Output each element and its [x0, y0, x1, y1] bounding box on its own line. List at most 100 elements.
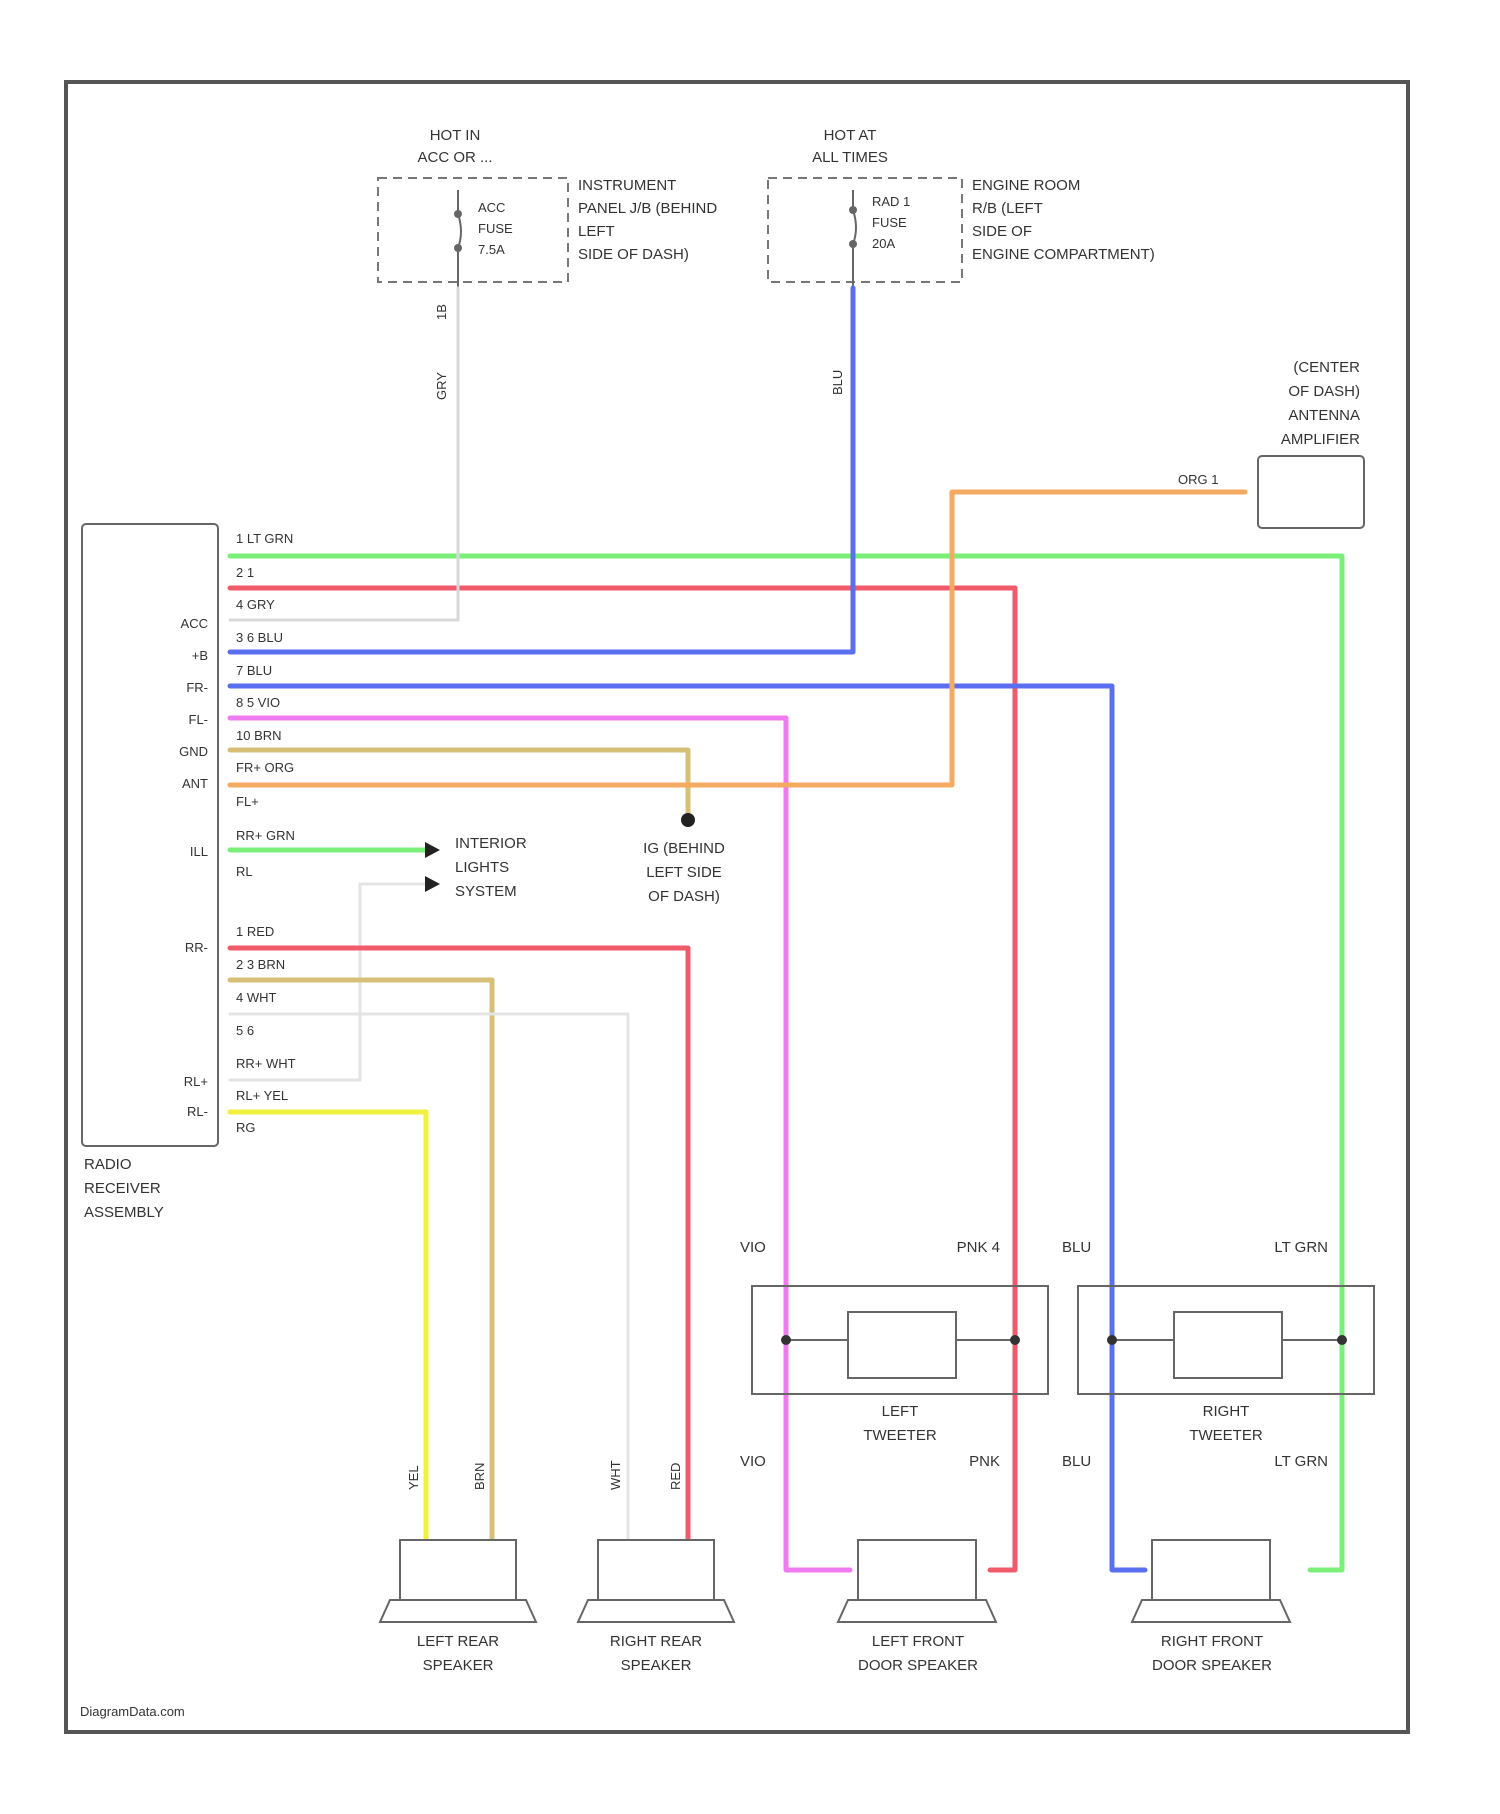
- wire-blu-b: [230, 288, 853, 652]
- wire-pnk-fl: [230, 718, 850, 1570]
- pin-rr-wht: RR+ WHT: [236, 1056, 296, 1071]
- rad-wire-label: BLU: [830, 370, 845, 395]
- rad-fuse-box: [768, 178, 962, 282]
- acc-pin-label: 1B: [434, 304, 449, 320]
- acc-fuse-box: [378, 178, 568, 282]
- antenna-label-2: OF DASH): [1288, 383, 1360, 400]
- pin-4-gry: 4 GRY: [236, 597, 275, 612]
- rad-location-3: SIDE OF: [972, 223, 1032, 240]
- right-rear-wire-left: WHT: [608, 1460, 623, 1490]
- left-rear-name-1: LEFT REAR: [417, 1633, 499, 1650]
- receiver-side-gnd: GND: [179, 744, 208, 759]
- interior-label-1: INTERIOR: [455, 835, 527, 852]
- acc-fuse-label-1: ACC: [478, 200, 505, 215]
- right-tweeter-top-left: BLU: [1062, 1239, 1091, 1256]
- pin-fl: FL+: [236, 794, 259, 809]
- interior-lights-connector: INTERIOR LIGHTS SYSTEM: [425, 835, 527, 900]
- right-rear-name-1: RIGHT REAR: [610, 1633, 702, 1650]
- rad-fuse-label-1: RAD 1: [872, 194, 910, 209]
- rad-fuse-label-3: 20A: [872, 236, 895, 251]
- left-tweeter-bottom-left: VIO: [740, 1453, 766, 1470]
- wire-wht-rear: [230, 1014, 628, 1540]
- wire-org-ant: [230, 492, 1245, 785]
- left-rear-name-2: SPEAKER: [423, 1657, 494, 1674]
- right-front-name-2: DOOR SPEAKER: [1152, 1657, 1272, 1674]
- left-front-name-1: LEFT FRONT: [872, 1633, 964, 1650]
- rad-fuse-label-2: FUSE: [872, 215, 907, 230]
- rad-fuse-group: HOT AT ALL TIMES RAD 1 FUSE 20A ENGINE R…: [768, 127, 1155, 395]
- receiver-side-rl-plus: RL+: [184, 1074, 208, 1089]
- pin-5-6: 5 6: [236, 1023, 254, 1038]
- acc-wire-label: GRY: [434, 372, 449, 400]
- pin-rg: RG: [236, 1120, 256, 1135]
- receiver-side-ant: ANT: [182, 776, 208, 791]
- receiver-label-1: RADIO: [84, 1156, 132, 1173]
- receiver-side-rr: RR-: [185, 940, 208, 955]
- right-tweeter-name-2: TWEETER: [1189, 1427, 1262, 1444]
- acc-hot-label-1: HOT IN: [430, 127, 481, 144]
- wire-yel-rear: [230, 1112, 426, 1540]
- rad-location-2: R/B (LEFT: [972, 200, 1043, 217]
- left-rear-speaker: YEL BRN LEFT REAR SPEAKER: [380, 1463, 536, 1674]
- left-rear-wire-right: BRN: [472, 1463, 487, 1490]
- right-rear-speaker-icon: [598, 1540, 714, 1600]
- pin-8-vio: 8 5 VIO: [236, 695, 280, 710]
- acc-fuse-label-2: FUSE: [478, 221, 513, 236]
- pin-fr-org: FR+ ORG: [236, 760, 294, 775]
- rad-hot-label-1: HOT AT: [824, 127, 877, 144]
- pin-rl-yel: RL+ YEL: [236, 1088, 288, 1103]
- acc-location-3: LEFT: [578, 223, 615, 240]
- pin-rl: RL: [236, 864, 253, 879]
- left-tweeter-name-1: LEFT: [882, 1403, 919, 1420]
- antenna-label-1: (CENTER: [1293, 359, 1360, 376]
- ground-label-1: IG (BEHIND: [643, 840, 725, 857]
- receiver-side-fl: FL-: [189, 712, 209, 727]
- right-tweeter-bottom-left: BLU: [1062, 1453, 1091, 1470]
- antenna-wire-label: ORG 1: [1178, 472, 1218, 487]
- pin-rr-grn: RR+ GRN: [236, 828, 295, 843]
- pin-3-blu: 3 6 BLU: [236, 630, 283, 645]
- right-tweeter-name-1: RIGHT: [1203, 1403, 1250, 1420]
- radio-receiver: RADIO RECEIVER ASSEMBLY ACC +B FR- FL- G…: [82, 524, 296, 1221]
- left-front-name-2: DOOR SPEAKER: [858, 1657, 978, 1674]
- ground-label-3: OF DASH): [648, 888, 720, 905]
- pin-1-red: 1 RED: [236, 924, 274, 939]
- acc-fuse-group: HOT IN ACC OR ... ACC FUSE 7.5A INSTRUME…: [378, 127, 717, 400]
- left-tweeter-top-right: PNK 4: [957, 1239, 1000, 1256]
- ground-label-2: LEFT SIDE: [646, 864, 722, 881]
- rad-hot-label-2: ALL TIMES: [812, 149, 888, 166]
- right-tweeter-bottom-right: LT GRN: [1274, 1453, 1328, 1470]
- receiver-side-ill: ILL: [190, 844, 208, 859]
- left-rear-speaker-icon: [400, 1540, 516, 1600]
- acc-hot-label-2: ACC OR ...: [417, 149, 492, 166]
- left-tweeter-bottom-right: PNK: [969, 1453, 1000, 1470]
- antenna-amplifier: (CENTER OF DASH) ANTENNA AMPLIFIER ORG 1: [1178, 359, 1364, 528]
- right-tweeter-speaker-icon: [1174, 1312, 1282, 1378]
- acc-location-2: PANEL J/B (BEHIND: [578, 200, 717, 217]
- antenna-box: [1258, 456, 1364, 528]
- receiver-side-fr: FR-: [186, 680, 208, 695]
- receiver-side-b: +B: [192, 648, 208, 663]
- receiver-side-rl-minus: RL-: [187, 1104, 208, 1119]
- right-front-speaker-icon: [1152, 1540, 1270, 1600]
- left-tweeter-speaker-icon: [848, 1312, 956, 1378]
- antenna-label-4: AMPLIFIER: [1281, 431, 1360, 448]
- pin-2: 2 1: [236, 565, 254, 580]
- receiver-label-3: ASSEMBLY: [84, 1204, 164, 1221]
- right-front-door-speaker: RIGHT FRONT DOOR SPEAKER: [1132, 1540, 1290, 1674]
- pin-1-ltgrn: 1 LT GRN: [236, 531, 293, 546]
- left-rear-wire-left: YEL: [406, 1465, 421, 1490]
- interior-label-3: SYSTEM: [455, 883, 517, 900]
- pin-10-brn: 10 BRN: [236, 728, 282, 743]
- interior-label-2: LIGHTS: [455, 859, 509, 876]
- pin-7-blu: 7 BLU: [236, 663, 272, 678]
- right-rear-wire-right: RED: [668, 1463, 683, 1490]
- acc-location-1: INSTRUMENT: [578, 177, 676, 194]
- acc-fuse-label-3: 7.5A: [478, 242, 505, 257]
- antenna-label-3: ANTENNA: [1288, 407, 1360, 424]
- pin-2-brn: 2 3 BRN: [236, 957, 285, 972]
- rad-location-4: ENGINE COMPARTMENT): [972, 246, 1155, 263]
- right-tweeter-top-right: LT GRN: [1274, 1239, 1328, 1256]
- acc-location-4: SIDE OF DASH): [578, 246, 689, 263]
